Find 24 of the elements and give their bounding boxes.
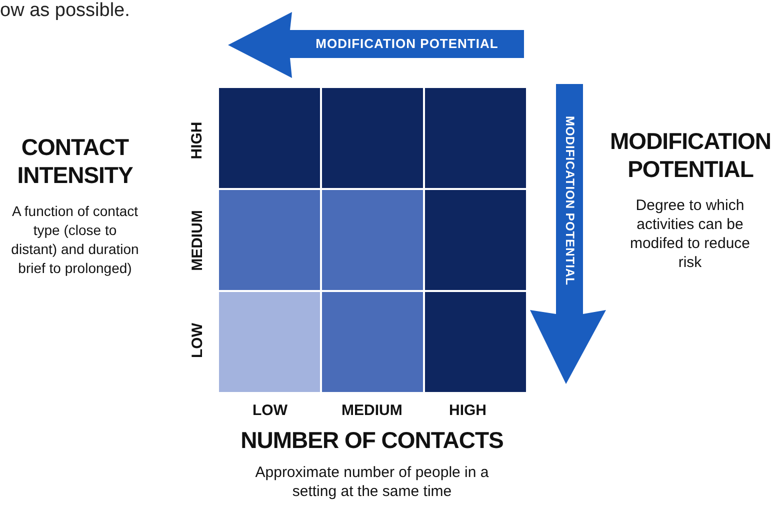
- axis-tick-label: HIGH: [188, 121, 206, 159]
- matrix-cell: [219, 88, 320, 188]
- axis-title: NUMBER OF CONTACTS: [240, 426, 504, 454]
- axis-title: CONTACT INTENSITY: [16, 133, 134, 189]
- matrix-cell: [219, 190, 320, 290]
- page-text: ow as possible.: [0, 0, 130, 22]
- arrow: MODIFICATION POTENTIAL: [530, 84, 606, 384]
- arrow: MODIFICATION POTENTIAL: [228, 12, 524, 78]
- axis-tick-label: LOW: [252, 402, 288, 418]
- matrix-cell: [425, 190, 526, 290]
- matrix-cell: [425, 292, 526, 392]
- axis-description: Degree to which activities can be modifed to reduce risk: [628, 196, 752, 272]
- matrix-cell: [322, 190, 423, 290]
- axis-tick-label: LOW: [188, 322, 206, 358]
- matrix-cell: [219, 292, 320, 392]
- axis-description: A function of contact type (close to distant) and duration brief to prolonged): [10, 202, 140, 278]
- axis-tick-label: MEDIUM: [342, 402, 402, 418]
- axis-description: Approximate number of people in a setting at the same time: [254, 463, 490, 501]
- axis-tick-label: HIGH: [449, 402, 486, 418]
- axis-title: MODIFICATION POTENTIAL: [609, 127, 772, 183]
- axis-tick-label: MEDIUM: [188, 210, 206, 270]
- matrix-cell: [425, 88, 526, 188]
- matrix-cell: [322, 88, 423, 188]
- matrix-cell: [322, 292, 423, 392]
